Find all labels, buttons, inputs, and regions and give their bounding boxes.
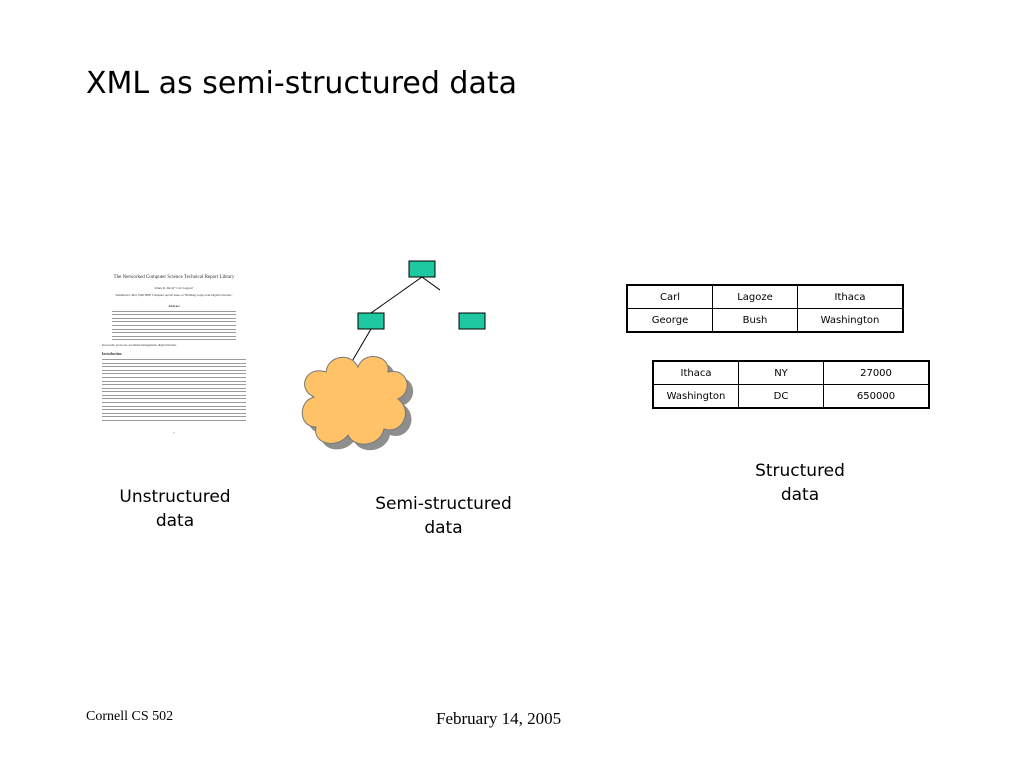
document-keywords: Keywords: protocols, document management… xyxy=(102,343,177,348)
document-title: The Networked Computer Science Technical… xyxy=(113,275,235,280)
table-row: Carl Lagoze Ithaca xyxy=(626,284,904,309)
table-cell: Washington xyxy=(797,308,904,333)
table-row: Ithaca NY 27000 xyxy=(652,360,930,385)
table-row: Washington DC 650000 xyxy=(652,384,930,409)
document-section-heading: Introduction xyxy=(102,352,122,357)
table-cell: 650000 xyxy=(823,384,930,409)
semi-structured-caption: Semi-structured data xyxy=(356,492,531,540)
table-row: George Bush Washington xyxy=(626,308,904,333)
table-cell: Washington xyxy=(652,384,739,409)
semi-structured-caption-line1: Semi-structured xyxy=(375,494,512,514)
structured-table-people: Carl Lagoze Ithaca George Bush Washingto… xyxy=(626,284,904,333)
structured-caption-line2: data xyxy=(780,485,820,505)
table-cell: George xyxy=(626,308,713,333)
table-cell: Ithaca xyxy=(652,360,739,385)
document-submission-note: Submitted to May 1996 IEEE Computer spec… xyxy=(115,293,233,297)
structured-caption: Structured data xyxy=(730,459,870,507)
structured-caption-line1: Structured xyxy=(755,461,845,481)
document-abstract-heading: Abstract xyxy=(168,304,180,308)
unstructured-caption: Unstructured data xyxy=(100,485,250,533)
document-page-number: 1 xyxy=(173,431,175,436)
edge-root-left xyxy=(370,276,423,314)
unstructured-caption-line2: data xyxy=(155,511,195,531)
structured-table-cities: Ithaca NY 27000 Washington DC 650000 xyxy=(652,360,930,409)
slide-title: XML as semi-structured data xyxy=(86,66,518,101)
footer-date: February 14, 2005 xyxy=(436,709,562,728)
unstructured-caption-line1: Unstructured xyxy=(119,487,231,507)
semi-structured-caption-line2: data xyxy=(424,518,463,538)
document-thumbnail: The Networked Computer Science Technical… xyxy=(102,270,246,460)
edge-root-right xyxy=(421,276,440,291)
document-body-lines xyxy=(102,358,246,422)
table-cell: Lagoze xyxy=(712,284,798,309)
document-authors: James R. Davis* Carl Lagoze† xyxy=(154,286,194,290)
right-child-node xyxy=(458,312,486,330)
table-cell: DC xyxy=(738,384,824,409)
table-cell: 27000 xyxy=(823,360,930,385)
table-cell: NY xyxy=(738,360,824,385)
table-cell: Bush xyxy=(712,308,798,333)
document-abstract-lines xyxy=(102,310,246,341)
semi-structured-tree-diagram xyxy=(301,276,440,451)
table-cell: Ithaca xyxy=(797,284,904,309)
footer-course: Cornell CS 502 xyxy=(86,709,174,724)
table-cell: Carl xyxy=(626,284,713,309)
